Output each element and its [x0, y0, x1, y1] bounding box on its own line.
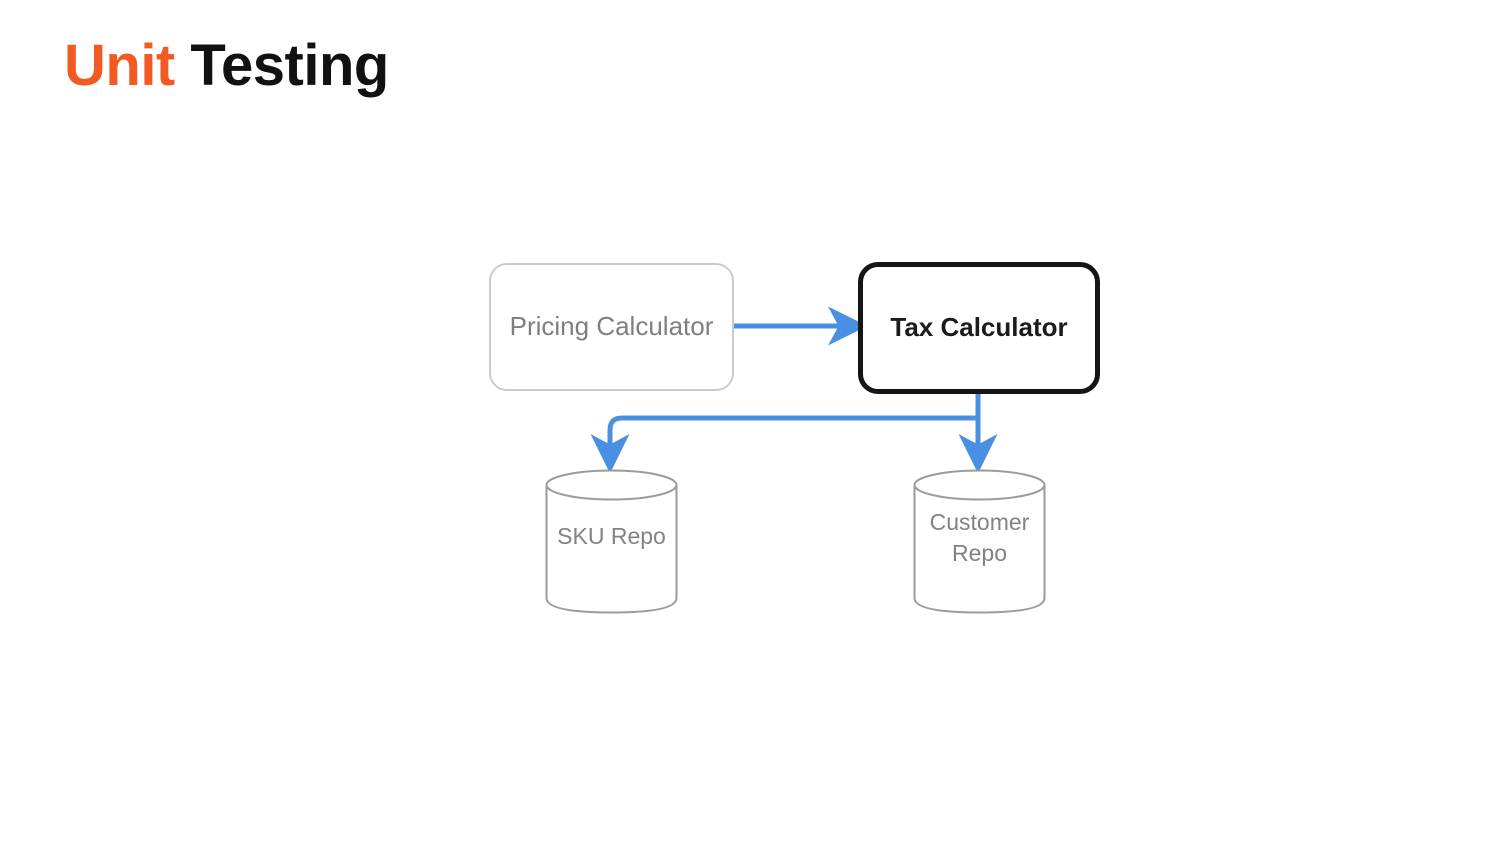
node-tax-calculator[interactable]: Tax Calculator [858, 262, 1100, 394]
node-sku-repo[interactable]: SKU Repo [545, 469, 678, 614]
database-cylinder-icon [913, 469, 1046, 614]
node-customer-repo[interactable]: Customer Repo [913, 469, 1046, 614]
node-tax-calculator-label: Tax Calculator [890, 312, 1068, 343]
database-cylinder-icon [545, 469, 678, 614]
node-customer-repo-label: Customer Repo [929, 509, 1030, 566]
edge-tax-to-sku [590, 394, 981, 474]
page-title: Unit Testing [64, 34, 389, 98]
node-pricing-calculator[interactable]: Pricing Calculator [489, 263, 734, 391]
page-title-accent: Unit [64, 33, 175, 98]
page-title-rest: Testing [190, 33, 389, 98]
node-sku-repo-label: SKU Repo [557, 523, 666, 549]
node-pricing-calculator-label: Pricing Calculator [509, 311, 714, 342]
